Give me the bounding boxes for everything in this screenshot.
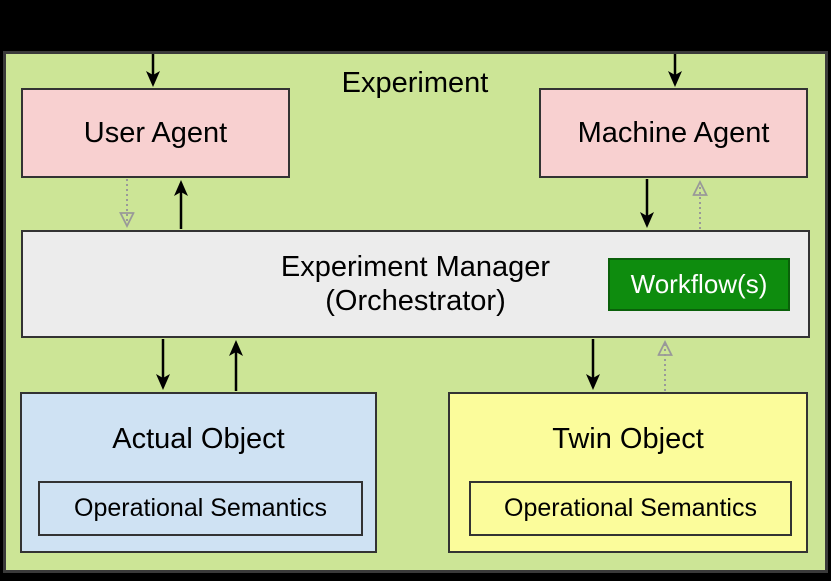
actual-operational-semantics-node: Operational Semantics [38,481,363,536]
twin-operational-semantics-node: Operational Semantics [469,481,792,536]
experiment-manager-label-line1: Experiment Manager [280,251,551,283]
twin-object-node: Twin Object Operational Semantics [448,392,808,553]
workflow-label: Workflow(s) [630,269,768,299]
experiment-manager-label-line2: (Orchestrator) [325,285,506,317]
experiment-manager-node: Experiment Manager (Orchestrator) [21,230,810,338]
user-agent-label: User Agent [83,116,228,149]
user-agent-node: User Agent [21,88,290,178]
machine-agent-node: Machine Agent [539,88,808,178]
experiment-container-label: Experiment [341,67,489,99]
actual-object-node: Actual Object Operational Semantics [20,392,377,553]
twin-operational-semantics-label: Operational Semantics [504,494,757,522]
actual-operational-semantics-label: Operational Semantics [74,494,327,522]
machine-agent-label: Machine Agent [577,116,770,149]
actual-object-label: Actual Object [112,423,285,455]
workflow-node: Workflow(s) [608,258,790,311]
twin-object-label: Twin Object [552,423,704,455]
